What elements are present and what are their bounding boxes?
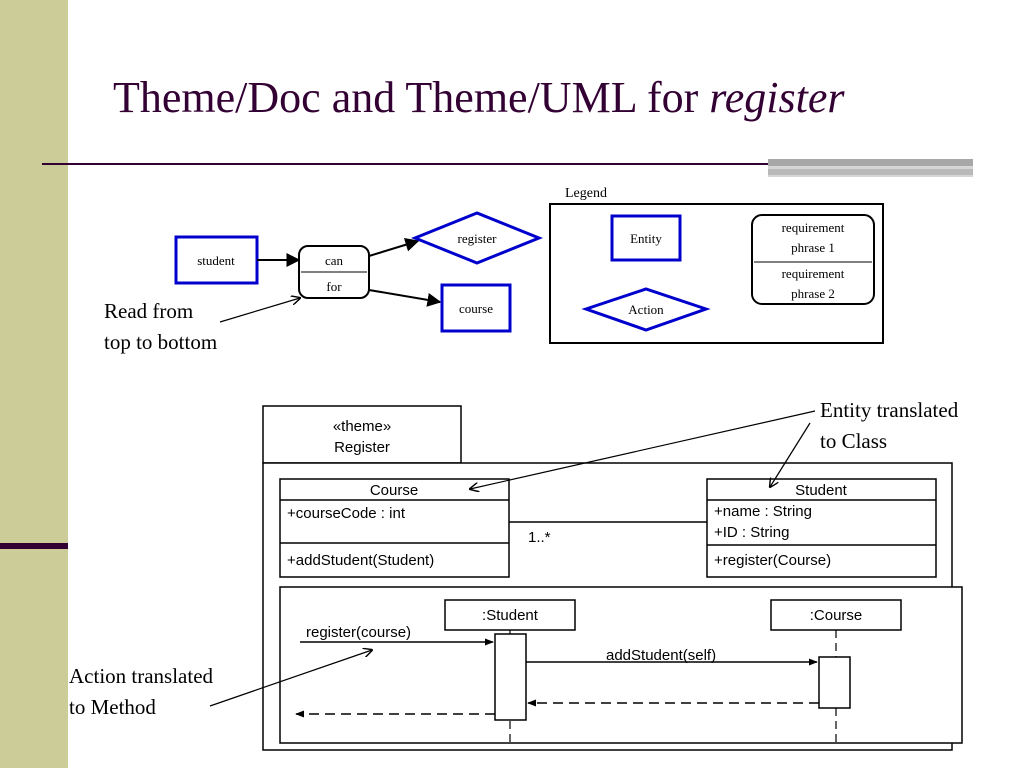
pointer-entity-to-student-class [770, 422, 811, 487]
lifeline-student-label: :Student [482, 607, 539, 624]
note-action: Action translated to Method [69, 661, 213, 723]
theme-doc-view: student can for register course [174, 211, 544, 333]
class-student-method: +register(Course) [714, 552, 831, 569]
note-entity: Entity translated to Class [820, 395, 958, 457]
theme-stereotype: «theme» [333, 418, 391, 435]
sidebar-rule [0, 543, 68, 549]
entity-student-label: student [197, 253, 235, 268]
note-action-line2: to Method [69, 695, 156, 719]
message-register-label: register(course) [306, 624, 411, 641]
theme-package-tab [262, 405, 462, 464]
legend-action-diamond [581, 287, 711, 332]
title-emphasis: register [709, 73, 845, 122]
legend-entity-label: Entity [630, 231, 662, 246]
legend: Legend Entity Action requirement phrase … [549, 186, 884, 344]
entity-course-box [440, 283, 512, 333]
legend-entity-box [610, 214, 682, 262]
lifeline-course-label: :Course [810, 607, 863, 624]
pointer-entity-to-course-class [470, 410, 816, 489]
sidebar-band [0, 0, 68, 768]
class-course-method: +addStudent(Student) [287, 552, 434, 569]
note-action-line1: Action translated [69, 664, 214, 688]
note-entity-line2: to Class [820, 429, 888, 453]
entity-course-label: course [459, 301, 493, 316]
pointer-action-to-method [209, 650, 372, 707]
activation-course [818, 656, 851, 709]
note-read-order-line1: Read from [104, 299, 194, 323]
title-text: Theme/Doc and Theme/UML for [113, 73, 710, 122]
class-course-attribute: +courseCode : int [287, 505, 406, 522]
requirement-phrase-for: for [326, 279, 342, 294]
legend-phrase1-line2: phrase 1 [791, 240, 835, 255]
class-course [279, 478, 510, 578]
theme-uml-package: «theme» Register Course +courseCode : in… [262, 405, 963, 751]
note-read-order-line2: top to bottom [104, 330, 218, 354]
note-read-order: Read from top to bottom [104, 296, 217, 358]
legend-requirement-box [751, 214, 875, 305]
title-bar-decoration [768, 159, 973, 177]
legend-phrase1-line1: requirement [782, 220, 845, 235]
activation-student [494, 633, 527, 721]
legend-title: Legend [565, 186, 607, 201]
class-course-name: Course [370, 482, 418, 499]
legend-action-label: Action [628, 302, 664, 317]
legend-phrase2-line2: phrase 2 [791, 286, 835, 301]
class-student-attribute-name: +name : String [714, 503, 812, 520]
theme-package-name: Register [334, 439, 390, 456]
action-register-diamond [410, 211, 544, 265]
title-rule [42, 163, 770, 165]
class-student-name: Student [795, 482, 848, 499]
message-addstudent-label: addStudent(self) [606, 647, 716, 664]
edge-requirement-course [368, 289, 442, 307]
slide-title: Theme/Doc and Theme/UML for register [113, 72, 845, 123]
action-register-label: register [458, 231, 498, 246]
class-student [706, 478, 937, 578]
association-multiplicity: 1..* [528, 529, 551, 546]
requirement-phrase-can: can [325, 253, 344, 268]
edge-requirement-register [368, 237, 420, 257]
class-student-attribute-id: +ID : String [714, 524, 789, 541]
pointer-read-order [219, 298, 300, 323]
note-entity-line1: Entity translated [820, 398, 959, 422]
legend-phrase2-line1: requirement [782, 266, 845, 281]
